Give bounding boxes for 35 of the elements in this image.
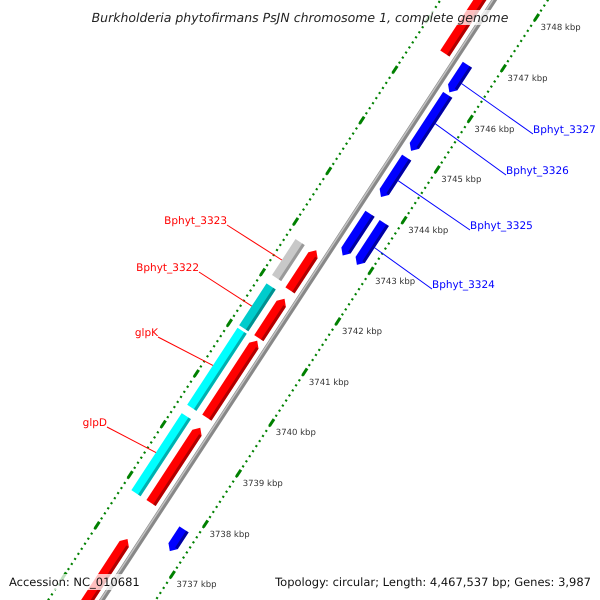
scale-label: 3745 kbp [441,174,482,186]
gene-block [356,220,389,265]
gene-block [380,154,412,197]
leader-line [398,180,470,230]
gene-label: Bphyt_3326 [506,164,569,178]
diagram-title: Burkholderia phytofirmans PsJN chromosome 1, complete genome [92,10,508,25]
gene-label: glpD [82,416,107,430]
genome-summary-text: Topology: circular; Length: 4,467,537 bp; Genes: 3,987 [275,574,591,590]
gene-block [410,92,452,151]
scale-label: 3747 kbp [508,72,548,85]
gene-label: Bphyt_3325 [470,219,533,233]
gene-block [448,62,472,92]
gene-label: glpK [134,326,158,340]
leader-line [226,224,282,260]
scale-label: 3737 kbp [176,579,217,592]
accession-text: Accession: NC_010681 [9,574,140,590]
gene-label: Bphyt_3323 [164,214,227,228]
scale-label: 3739 kbp [242,478,283,490]
scale-label: 3743 kbp [375,276,416,288]
gene-label: Bphyt_3324 [432,278,495,292]
gene-label: Bphyt_3327 [533,123,596,137]
scale-label: 3738 kbp [210,528,250,541]
leader-line [374,247,432,290]
scale-label: 3746 kbp [474,124,514,136]
leader-line [198,272,252,307]
leader-line [461,83,534,134]
scale-label: 3748 kbp [540,22,581,34]
leader-line [434,123,506,176]
scale-label: 3742 kbp [342,326,382,338]
leader-line [106,426,156,453]
leader-line [158,336,214,366]
gene-label: Bphyt_3322 [136,261,199,275]
scale-label: 3744 kbp [408,224,448,237]
scale-label: 3741 kbp [308,376,349,389]
scale-label: 3740 kbp [276,427,316,440]
